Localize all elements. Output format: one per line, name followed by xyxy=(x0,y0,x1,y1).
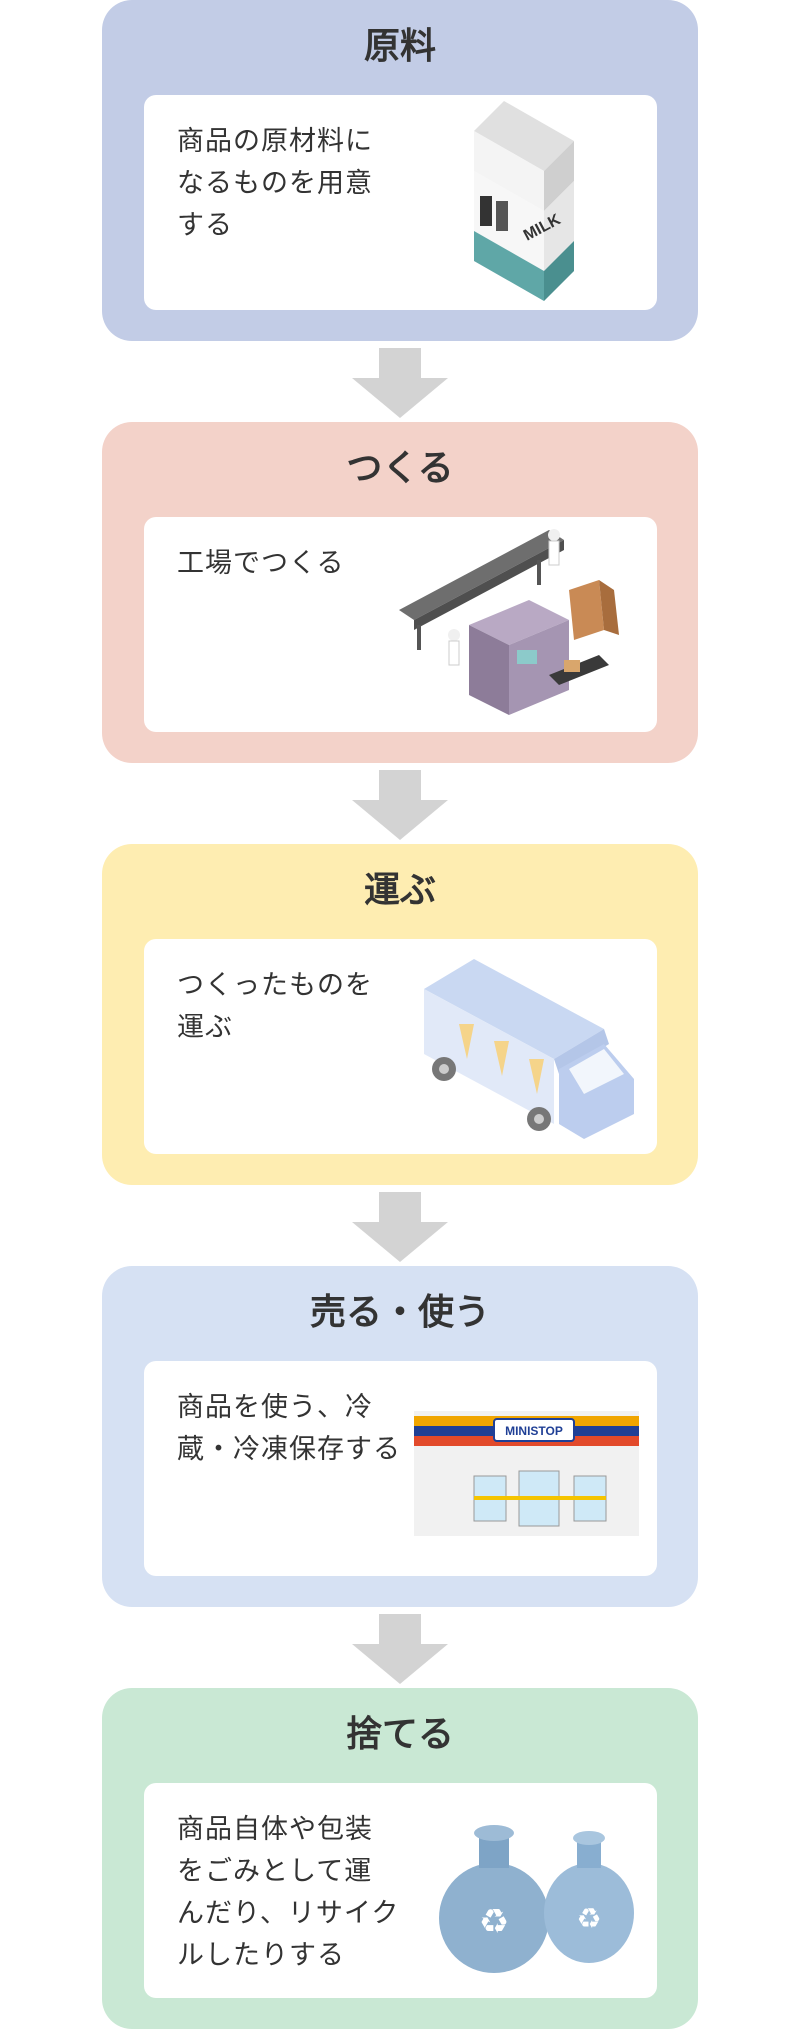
flow-arrow-4 xyxy=(352,1614,448,1684)
stage-card: 工場でつくる xyxy=(144,517,657,732)
stage-title: 売る・使う xyxy=(309,1292,490,1333)
svg-text:♻: ♻ xyxy=(479,1902,509,1942)
stage-description: 商品自体や包装 をごみとして運 んだり、リサイク ルしたりする xyxy=(177,1814,400,1971)
flow-arrow-1 xyxy=(352,348,448,418)
flow-arrow-3 xyxy=(352,1192,448,1262)
stage-manufacture: つくる 工場でつくる xyxy=(102,422,698,763)
stage-card: 商品自体や包装 をごみとして運 んだり、リサイク ルしたりする ♻ ♻ xyxy=(144,1783,657,1998)
milk-carton-icon: MILK xyxy=(474,101,574,301)
stage-title: 運ぶ xyxy=(363,870,436,911)
flow-arrow-2 xyxy=(352,770,448,840)
stage-card: つくったものを 運ぶ xyxy=(144,939,657,1154)
stage-title: 原料 xyxy=(363,26,436,67)
stage-transport: 運ぶ つくったものを 運ぶ xyxy=(102,844,698,1185)
stage-description: 工場でつくる xyxy=(177,548,345,579)
stage-title: つくる xyxy=(346,448,454,489)
garbage-bags-icon: ♻ ♻ xyxy=(439,1825,634,1973)
svg-text:♻: ♻ xyxy=(576,1902,601,1935)
delivery-truck-icon xyxy=(424,959,634,1139)
stage-description: つくったものを 運ぶ xyxy=(177,970,373,1043)
stage-card: 商品を使う、冷 蔵・冷凍保存する MINISTOP xyxy=(144,1361,657,1576)
convenience-store-icon: MINISTOP xyxy=(414,1411,639,1536)
stage-dispose: 捨てる 商品自体や包装 をごみとして運 んだり、リサイク ルしたりする ♻ ♻ xyxy=(102,1688,698,2029)
factory-line-icon xyxy=(399,529,619,715)
stage-description: 商品の原材料に なるものを用意 する xyxy=(177,126,373,241)
stage-title: 捨てる xyxy=(345,1714,454,1755)
stage-description: 商品を使う、冷 蔵・冷凍保存する xyxy=(177,1392,401,1465)
stage-sell-use: 売る・使う 商品を使う、冷 蔵・冷凍保存する MINISTOP xyxy=(102,1266,698,1607)
store-sign: MINISTOP xyxy=(505,1424,563,1438)
stage-card: 商品の原材料に なるものを用意 する MILK xyxy=(144,95,657,310)
stage-raw-materials: 原料 商品の原材料に なるものを用意 する MILK xyxy=(102,0,698,341)
